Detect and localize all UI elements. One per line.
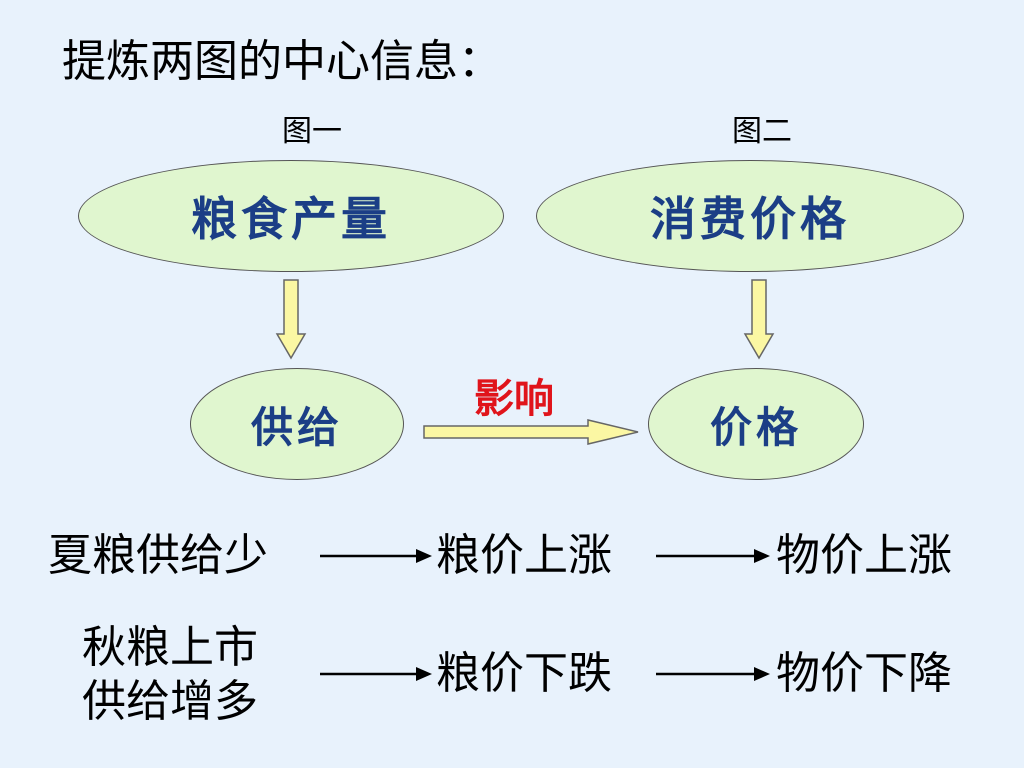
chain1-arrow-1 — [320, 549, 432, 563]
figure-2-label: 图二 — [732, 114, 792, 149]
chain1-arrow-2 — [656, 549, 770, 563]
slide-title: 提炼两图的中心信息： — [62, 36, 502, 87]
chain2-cause-line1: 秋粮上市 — [82, 622, 258, 673]
chain2-arrow-1 — [320, 667, 432, 681]
chain1-cause: 夏粮供给少 — [48, 530, 268, 581]
price-oval: 价格 — [648, 368, 864, 480]
price-label: 价格 — [709, 402, 802, 452]
grain-output-label: 粮食产量 — [191, 192, 391, 246]
chain2-step2: 物价下降 — [776, 648, 952, 699]
down-arrow-left — [275, 279, 307, 360]
consumer-price-oval: 消费价格 — [536, 160, 964, 272]
chain1-step1: 粮价上涨 — [436, 530, 612, 581]
chain2-arrow-2 — [656, 667, 770, 681]
chain1-step2: 物价上涨 — [776, 530, 952, 581]
grain-output-oval: 粮食产量 — [78, 160, 504, 272]
supply-oval: 供给 — [190, 368, 404, 480]
chain2-step1: 粮价下跌 — [436, 648, 612, 699]
right-arrow-influence — [423, 419, 639, 445]
influence-label: 影响 — [474, 376, 554, 422]
consumer-price-label: 消费价格 — [650, 192, 850, 246]
down-arrow-right — [743, 279, 775, 360]
figure-1-label: 图一 — [282, 114, 342, 149]
supply-label: 供给 — [250, 402, 343, 452]
chain2-cause-line2: 供给增多 — [82, 676, 258, 727]
